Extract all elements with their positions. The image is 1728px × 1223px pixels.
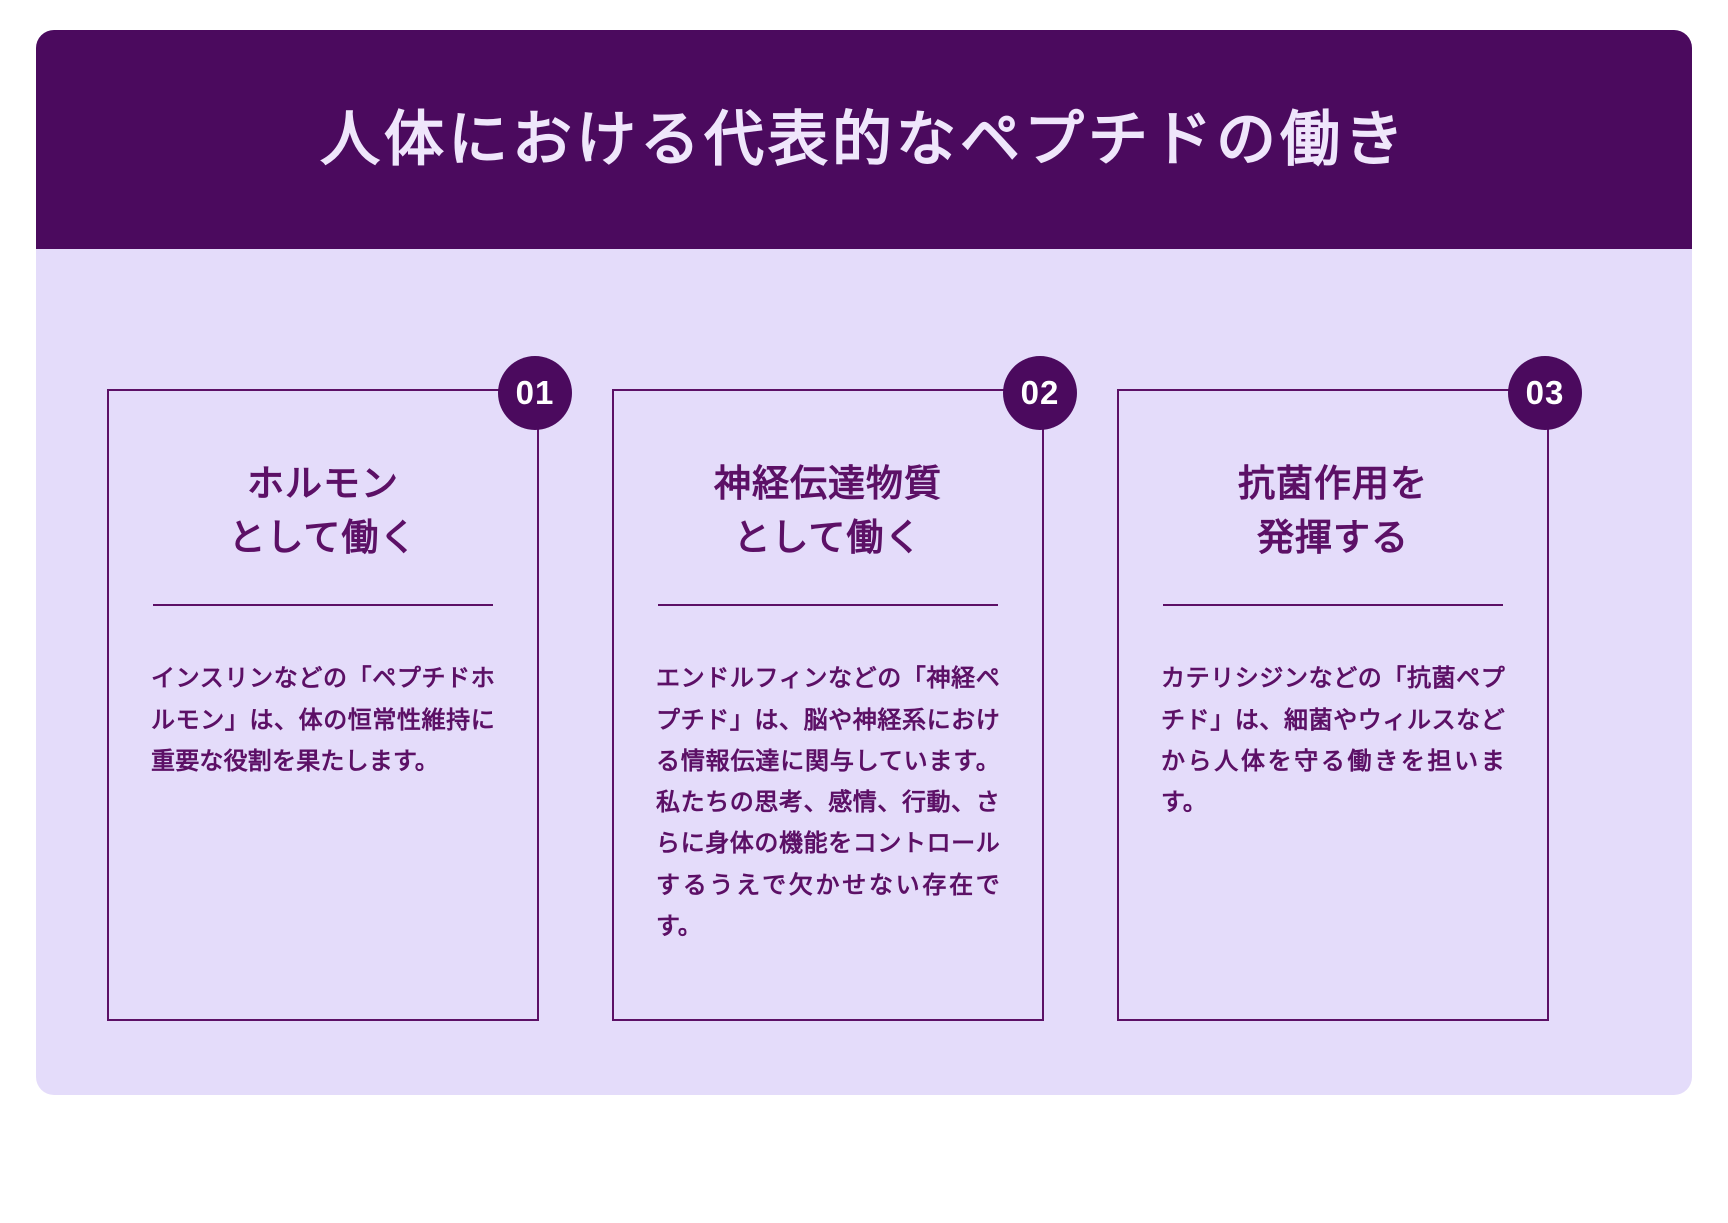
card-heading: 抗菌作用を 発揮する [1238, 463, 1428, 558]
card-body-text: インスリンなどの「ペプチドホルモン」は、体の恒常性維持に重要な役割を果たします。 [151, 665, 495, 775]
card-frame [107, 389, 539, 1021]
card-divider [1163, 604, 1503, 607]
card-content: 神経伝達物質 として働く エンドルフィンなどの「神経ペプチド」は、脳や神経系にお… [612, 389, 1044, 1021]
card-01: 01 ホルモン として働く インスリンなどの「ペプチドホルモン」は、体の恒常性維… [107, 356, 572, 1021]
card-body-text: カテリシジンなどの「抗菌ペプチド」は、細菌やウィルスなどから人体を守る働きを担い… [1161, 665, 1505, 817]
card-03: 03 抗菌作用を 発揮する カテリシジンなどの「抗菌ペプチド」は、細菌やウィルス… [1117, 356, 1582, 1021]
poster-header: 人体における代表的なペプチドの働き [36, 30, 1692, 249]
card-content: ホルモン として働く インスリンなどの「ペプチドホルモン」は、体の恒常性維持に重… [107, 389, 539, 1021]
card-number-badge: 03 [1508, 356, 1582, 430]
card-number-badge: 01 [498, 356, 572, 430]
card-frame [612, 389, 1044, 1021]
card-grid: 01 ホルモン として働く インスリンなどの「ペプチドホルモン」は、体の恒常性維… [36, 249, 1692, 1095]
card-divider [153, 604, 493, 607]
card-divider [658, 604, 998, 607]
card-heading: ホルモン として働く [228, 463, 418, 558]
infographic-poster: 人体における代表的なペプチドの働き 01 ホルモン として働く インスリンなどの… [36, 30, 1692, 1095]
card-content: 抗菌作用を 発揮する カテリシジンなどの「抗菌ペプチド」は、細菌やウィルスなどか… [1117, 389, 1549, 1021]
page-title: 人体における代表的なペプチドの働き [320, 105, 1408, 173]
card-02: 02 神経伝達物質 として働く エンドルフィンなどの「神経ペプチド」は、脳や神経… [612, 356, 1077, 1021]
card-number-badge: 02 [1003, 356, 1077, 430]
card-frame [1117, 389, 1549, 1021]
card-body-text: エンドルフィンなどの「神経ペプチド」は、脳や神経系における情報伝達に関与していま… [656, 665, 1000, 940]
card-heading: 神経伝達物質 として働く [714, 463, 942, 558]
